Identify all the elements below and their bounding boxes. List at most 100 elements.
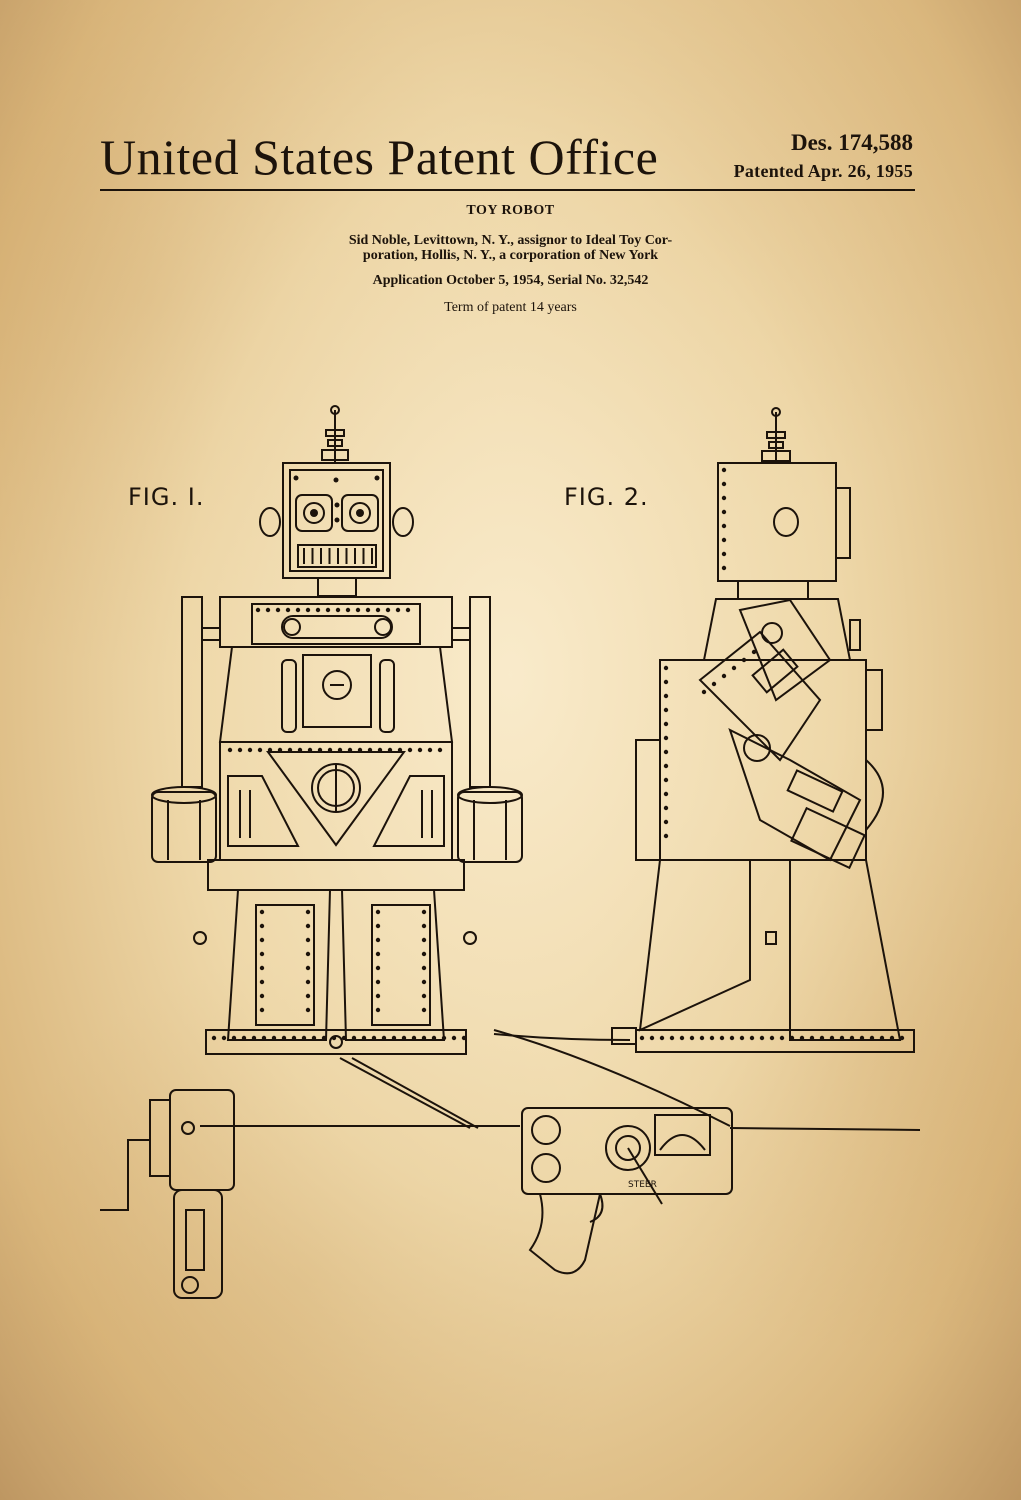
rivet bbox=[839, 1035, 845, 1041]
rivet bbox=[361, 1035, 367, 1041]
rivet bbox=[421, 909, 427, 915]
rivet bbox=[259, 951, 265, 957]
rivet bbox=[287, 747, 293, 753]
rivet bbox=[721, 523, 727, 529]
rivet bbox=[271, 1035, 277, 1041]
robot-head-front bbox=[259, 462, 414, 579]
rivet bbox=[699, 1035, 705, 1041]
rivet bbox=[663, 791, 669, 797]
rivet bbox=[849, 1035, 855, 1041]
header-rule bbox=[100, 189, 915, 191]
rivet bbox=[335, 607, 341, 613]
application-line: Application October 5, 1954, Serial No. … bbox=[372, 273, 649, 288]
patent-title: TOY ROBOT bbox=[466, 203, 555, 218]
rivet bbox=[305, 937, 311, 943]
design-number: Des. 174,588 bbox=[790, 130, 913, 155]
rivet bbox=[407, 747, 413, 753]
rivet bbox=[749, 1035, 755, 1041]
rivet bbox=[375, 979, 381, 985]
rivet bbox=[311, 1035, 317, 1041]
rivet bbox=[341, 1035, 347, 1041]
rivet bbox=[211, 1035, 217, 1041]
rivet bbox=[371, 1035, 377, 1041]
rivet bbox=[387, 747, 393, 753]
robot-legs-front bbox=[193, 889, 477, 1055]
inventor-line-2: poration, Hollis, N. Y., a corporation o… bbox=[362, 248, 659, 263]
rivet bbox=[247, 747, 253, 753]
rivet bbox=[809, 1035, 815, 1041]
rivet bbox=[731, 665, 737, 671]
rivet bbox=[321, 1035, 327, 1041]
rivet bbox=[375, 909, 381, 915]
rivet bbox=[899, 1035, 905, 1041]
rivet bbox=[451, 1035, 457, 1041]
robot-head-side bbox=[717, 462, 837, 582]
rivet bbox=[461, 1035, 467, 1041]
rivet bbox=[663, 833, 669, 839]
control-cables bbox=[200, 1029, 921, 1131]
rivet bbox=[663, 819, 669, 825]
rivet bbox=[375, 965, 381, 971]
rivet bbox=[663, 777, 669, 783]
rivet bbox=[381, 1035, 387, 1041]
rivet bbox=[421, 979, 427, 985]
rivet bbox=[345, 607, 351, 613]
rivet bbox=[281, 1035, 287, 1041]
rivet bbox=[231, 1035, 237, 1041]
fig-1-label: FIG. I. bbox=[128, 483, 205, 511]
rivet bbox=[301, 1035, 307, 1041]
rivet bbox=[639, 1035, 645, 1041]
inventor-line-1: Sid Noble, Levittown, N. Y., assignor to… bbox=[348, 233, 673, 248]
office-title: United States Patent Office bbox=[100, 129, 659, 185]
robot-arms-front bbox=[151, 596, 523, 863]
rivet bbox=[255, 607, 261, 613]
rivet bbox=[701, 689, 707, 695]
rivet bbox=[237, 747, 243, 753]
rivet bbox=[417, 747, 423, 753]
rivet bbox=[375, 1007, 381, 1013]
rivet bbox=[265, 607, 271, 613]
rivet bbox=[751, 649, 757, 655]
rivet bbox=[421, 1007, 427, 1013]
rivet bbox=[391, 1035, 397, 1041]
rivet bbox=[663, 735, 669, 741]
antenna-side bbox=[761, 407, 791, 462]
rivet bbox=[663, 707, 669, 713]
rivet bbox=[729, 1035, 735, 1041]
rivet bbox=[431, 1035, 437, 1041]
rivet bbox=[889, 1035, 895, 1041]
rivet bbox=[799, 1035, 805, 1041]
rivet bbox=[365, 607, 371, 613]
rivet bbox=[305, 965, 311, 971]
rivet bbox=[759, 1035, 765, 1041]
rivet bbox=[779, 1035, 785, 1041]
rivet bbox=[295, 607, 301, 613]
rivet bbox=[327, 747, 333, 753]
rivet bbox=[291, 1035, 297, 1041]
rivet bbox=[663, 805, 669, 811]
rivet bbox=[689, 1035, 695, 1041]
rivet bbox=[721, 495, 727, 501]
rivet bbox=[375, 937, 381, 943]
rivet bbox=[285, 607, 291, 613]
rivet bbox=[421, 923, 427, 929]
rivet bbox=[297, 747, 303, 753]
rivet bbox=[721, 565, 727, 571]
rivet bbox=[305, 979, 311, 985]
rivet bbox=[869, 1035, 875, 1041]
rivet bbox=[305, 909, 311, 915]
rivet bbox=[789, 1035, 795, 1041]
rivet bbox=[711, 681, 717, 687]
rivet bbox=[663, 679, 669, 685]
rivet bbox=[275, 607, 281, 613]
rivet bbox=[421, 951, 427, 957]
rivet bbox=[355, 607, 361, 613]
fig-2-label: FIG. 2. bbox=[564, 483, 649, 511]
rivet bbox=[307, 747, 313, 753]
rivet bbox=[427, 747, 433, 753]
rivet bbox=[829, 1035, 835, 1041]
rivet bbox=[679, 1035, 685, 1041]
rivet bbox=[769, 1035, 775, 1041]
rivet bbox=[421, 965, 427, 971]
